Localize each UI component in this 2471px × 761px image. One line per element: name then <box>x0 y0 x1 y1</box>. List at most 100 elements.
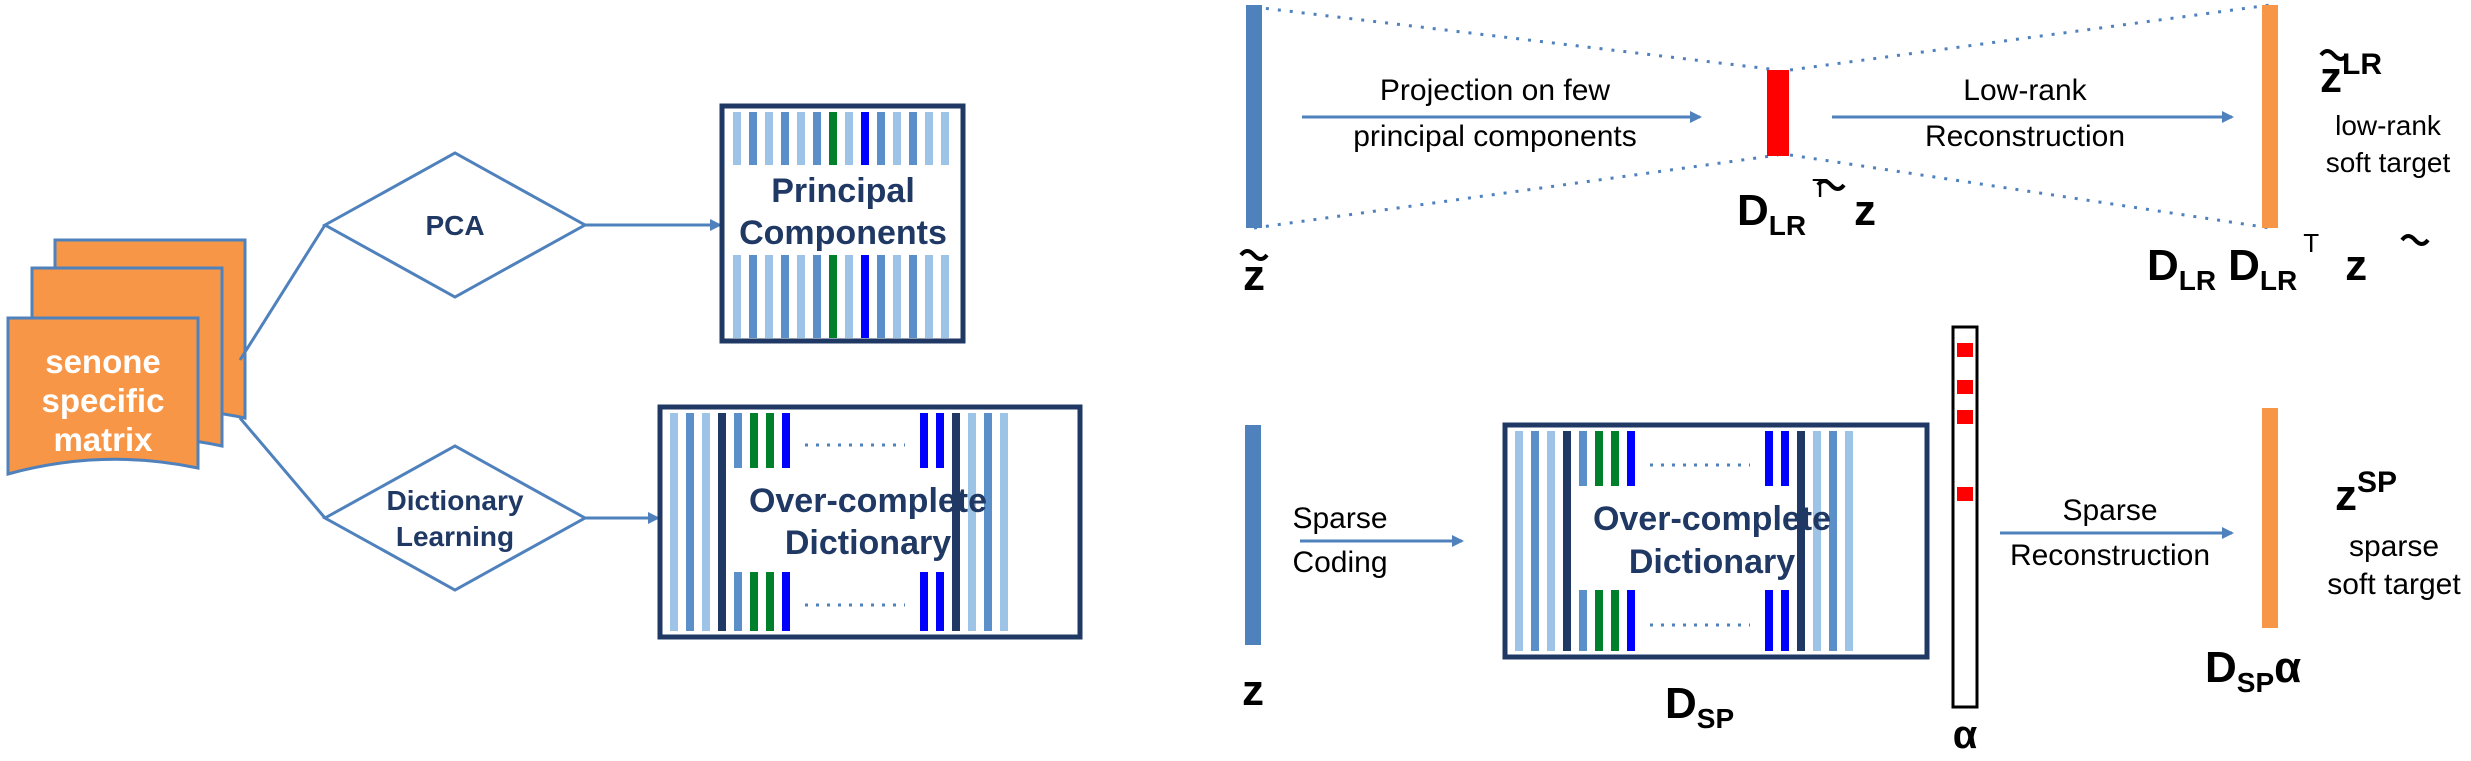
senone-matrix-stack: senone specific matrix <box>6 238 247 476</box>
sparse-target-line1: sparse <box>2349 530 2439 563</box>
dictionary-atom <box>1000 413 1008 631</box>
dlr-t-z-tilde <box>1816 179 1846 191</box>
dictionary-atom <box>750 572 758 631</box>
overcomplete-dictionary-right-line1: Over-complete <box>1593 500 1831 538</box>
dictionary-learning-label-line2: Learning <box>396 521 514 552</box>
dictionary-atom <box>1781 431 1789 486</box>
dictionary-atom <box>936 572 944 631</box>
senone-label-line2: specific <box>42 382 165 419</box>
dictionary-atom <box>1579 590 1587 651</box>
z-tilde-tilde <box>1239 249 1269 261</box>
zlr-label: zLR <box>2320 48 2382 102</box>
dictionary-atom <box>766 572 774 631</box>
overcomplete-dictionary-right-stripes <box>1515 431 1853 651</box>
dictionary-atom <box>718 413 726 631</box>
lowrank-target-line1: low-rank <box>2335 110 2442 141</box>
lowrank-dotted-bottom-left <box>1253 153 1779 230</box>
overcomplete-dictionary-left-line1: Over-complete <box>749 482 987 520</box>
alpha-nonzero-3 <box>1957 410 1973 424</box>
lowrank-reconstruction-line1: Low-rank <box>1963 74 2087 107</box>
lowrank-dotted-top-left <box>1253 5 1779 72</box>
alpha-nonzero-1 <box>1957 343 1973 357</box>
dictionary-atom <box>734 572 742 631</box>
dictionary-atom <box>702 413 710 631</box>
dictionary-atom <box>920 572 928 631</box>
projection-label-line1: Projection on few <box>1380 74 1610 107</box>
branch-line-upper <box>238 224 327 361</box>
sparse-reconstruction-line2: Reconstruction <box>2010 539 2210 572</box>
dictionary-atom <box>1547 431 1555 651</box>
overcomplete-dictionary-left-stripes <box>670 413 1008 631</box>
dictionary-atom <box>1627 590 1635 651</box>
overcomplete-dictionary-right-line2: Dictionary <box>1629 543 1795 581</box>
dictionary-atom <box>1627 431 1635 486</box>
lowrank-dotted-top-right <box>1789 3 2271 72</box>
dictionary-atom <box>936 413 944 468</box>
alpha-nonzero-4 <box>1957 487 1973 501</box>
dictionary-atom <box>1765 431 1773 486</box>
dictionary-atom <box>1829 431 1837 651</box>
dictionary-atom <box>952 413 960 631</box>
dictionary-atom <box>782 572 790 631</box>
dictionary-atom <box>1813 431 1821 651</box>
senone-label-line1: senone <box>45 343 161 380</box>
dictionary-atom <box>670 413 678 631</box>
dictionary-atom <box>1515 431 1523 651</box>
dictionary-atom <box>1579 431 1587 486</box>
lowrank-reconstruction-line2: Reconstruction <box>1925 120 2125 153</box>
alpha-nonzero-2 <box>1957 380 1973 394</box>
principal-components-label-line2: Components <box>739 214 947 252</box>
dictionary-atom <box>968 413 976 631</box>
dictionary-atom <box>984 413 992 631</box>
sparse-target-line2: soft target <box>2327 568 2461 601</box>
projection-label-line2: principal components <box>1353 120 1637 153</box>
dictionary-atom <box>686 413 694 631</box>
dsp-alpha-label: DSPα <box>2205 643 2301 698</box>
dictionary-atom <box>1845 431 1853 651</box>
dictionary-atom <box>1563 431 1571 651</box>
principal-components-box: Principal Components <box>719 103 966 344</box>
dictionary-atom <box>750 413 758 468</box>
senone-label-line3: matrix <box>53 421 153 458</box>
dictionary-atom <box>1765 590 1773 651</box>
z-tilde-vector <box>1246 5 1262 228</box>
alpha-label: α <box>1953 713 1978 757</box>
dlr-dlr-t-z-tilde <box>2400 234 2430 246</box>
z-vector <box>1245 425 1261 645</box>
dictionary-atom <box>766 413 774 468</box>
sparse-coding-line2: Coding <box>1292 546 1387 579</box>
sparse-soft-target-vector <box>2262 408 2278 628</box>
pca-label: PCA <box>425 210 484 241</box>
lowrank-projection-vector <box>1767 70 1789 156</box>
lowrank-dotted-bottom-right <box>1789 153 2271 230</box>
sparse-coding-line1: Sparse <box>1292 502 1387 535</box>
branch-line-lower <box>238 417 327 519</box>
lowrank-section: Projection on few principal components L… <box>1239 3 2451 300</box>
overcomplete-dictionary-box-left: Over-complete Dictionary <box>657 404 1083 640</box>
dictionary-atom <box>782 413 790 468</box>
zlr-tilde <box>2319 49 2349 61</box>
dsp-label: DSP <box>1665 679 1734 734</box>
lowrank-target-line2: soft target <box>2326 147 2451 178</box>
dictionary-learning-diamond <box>321 444 589 592</box>
z-tilde-label: z <box>1243 251 1265 300</box>
zsp-label: zSP <box>2335 466 2397 520</box>
dictionary-atom <box>1595 590 1603 651</box>
z-label: z <box>1242 666 1264 715</box>
sparse-section: z Sparse Coding Over-complete Dictionary… <box>1242 325 2461 757</box>
senone-sheet-front <box>6 316 200 476</box>
sparse-reconstruction-line1: Sparse <box>2062 494 2157 527</box>
dictionary-atom <box>1611 590 1619 651</box>
dictionary-atom <box>1611 431 1619 486</box>
dictionary-atom <box>1595 431 1603 486</box>
dictionary-learning-label-line1: Dictionary <box>387 485 524 516</box>
principal-components-label-line1: Principal <box>771 172 915 210</box>
overcomplete-dictionary-left-line2: Dictionary <box>785 524 951 562</box>
dictionary-atom <box>920 413 928 468</box>
dictionary-atom <box>734 413 742 468</box>
lowrank-soft-target-vector <box>2262 5 2278 228</box>
dictionary-atom <box>1781 590 1789 651</box>
